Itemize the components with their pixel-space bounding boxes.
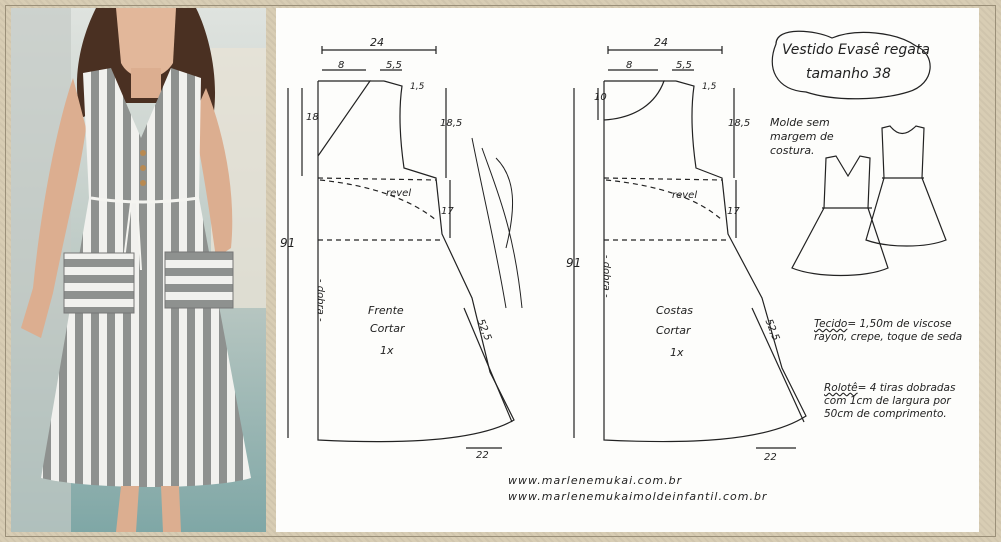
signature-scribble [471, 137, 523, 309]
fabric-note: Tecido= 1,50m de viscose rayon, crepe, t… [814, 318, 974, 344]
dress-photo-illustration [11, 8, 266, 532]
roloti-text: = 4 tiras dobradas com 1cm de largura po… [824, 382, 956, 421]
front-dim-side-waist: 17 [441, 206, 454, 217]
back-dim-length: 91 [566, 256, 582, 270]
back-dim-side-waist: 17 [727, 206, 740, 217]
front-dim-top-total: 24 [370, 36, 384, 49]
back-dim-top-total: 24 [654, 36, 668, 49]
back-center-line-1: Costas [656, 304, 693, 317]
back-fold-label: - dobra - [600, 254, 612, 298]
title-line-2: tamanho 38 [806, 66, 891, 82]
front-dim-hem: 22 [476, 450, 489, 461]
fabric-label: Tecido [814, 318, 848, 330]
front-dim-length: 91 [280, 236, 296, 250]
fabric-text: = 1,50m de viscose rayon, crepe, toque d… [814, 318, 963, 344]
front-facing-label: revel [386, 188, 412, 199]
front-dim-armhole: 18,5 [440, 118, 463, 129]
front-dim-shoulder: 5,5 [386, 60, 402, 71]
back-center-line-3: 1x [670, 346, 684, 359]
front-fold-label: - dobra - [314, 278, 326, 322]
url-line-1: www.marlenemukai.com.br [508, 474, 683, 487]
back-center-line-2: Cortar [656, 324, 691, 337]
outer-frame [5, 5, 996, 537]
sketch-back-dress [865, 125, 947, 247]
back-facing-label: revel [672, 190, 698, 201]
front-dim-neck-width: 8 [338, 60, 345, 71]
roloti-label: Rolotê [824, 382, 858, 394]
front-center-line-2: Cortar [370, 322, 405, 335]
front-pattern-outline [317, 80, 515, 443]
title-bubble [771, 30, 931, 100]
front-dim-neck-drop: 1,5 [410, 82, 425, 92]
back-dim-shoulder: 5,5 [676, 60, 692, 71]
dress-photo [11, 8, 266, 532]
pattern-drawing [287, 30, 947, 449]
back-pattern-outline [603, 80, 807, 443]
url-line-2: www.marlenemukaimoldeinfantil.com.br [508, 490, 768, 503]
title-line-1: Vestido Evasê regata [782, 42, 930, 58]
pattern-sheet: Vestido Evasê regata tamanho 38 Molde se… [276, 8, 979, 532]
molde-note: Molde sem margem de costura. [770, 116, 834, 157]
sketch-front-dress [791, 155, 889, 277]
front-center-line-3: 1x [380, 344, 394, 357]
back-dim-hem: 22 [764, 452, 777, 463]
back-dim-armhole: 18,5 [728, 118, 751, 129]
back-dim-back-neck: 10 [594, 92, 607, 103]
front-center-line-1: Frente [368, 304, 404, 317]
roloti-note: Rolotê= 4 tiras dobradas com 1cm de larg… [824, 382, 974, 421]
front-dim-side-neck: 18 [306, 112, 319, 123]
back-dim-neck-drop: 1,5 [702, 82, 717, 92]
back-dim-neck-width: 8 [626, 60, 633, 71]
